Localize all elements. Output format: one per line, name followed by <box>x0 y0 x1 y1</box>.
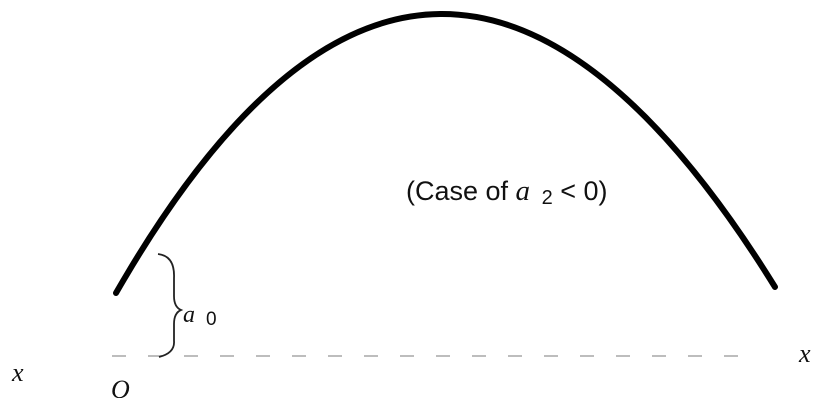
axis-right-label: x <box>798 339 811 368</box>
origin-label: O <box>111 375 130 398</box>
case-caption: (Case of a 2 < 0) <box>406 175 607 210</box>
intercept-variable: a <box>183 302 195 328</box>
case-caption-subscript: 2 <box>542 187 553 209</box>
case-caption-relation: < 0) <box>560 176 607 206</box>
axis-left-label: x <box>11 358 24 387</box>
case-caption-prefix: (Case of <box>406 176 516 206</box>
intercept-label: a 0 <box>183 302 217 330</box>
case-caption-variable: a <box>516 175 531 207</box>
intercept-brace <box>157 253 184 358</box>
parabola-curve <box>113 11 778 296</box>
intercept-subscript: 0 <box>206 309 217 330</box>
